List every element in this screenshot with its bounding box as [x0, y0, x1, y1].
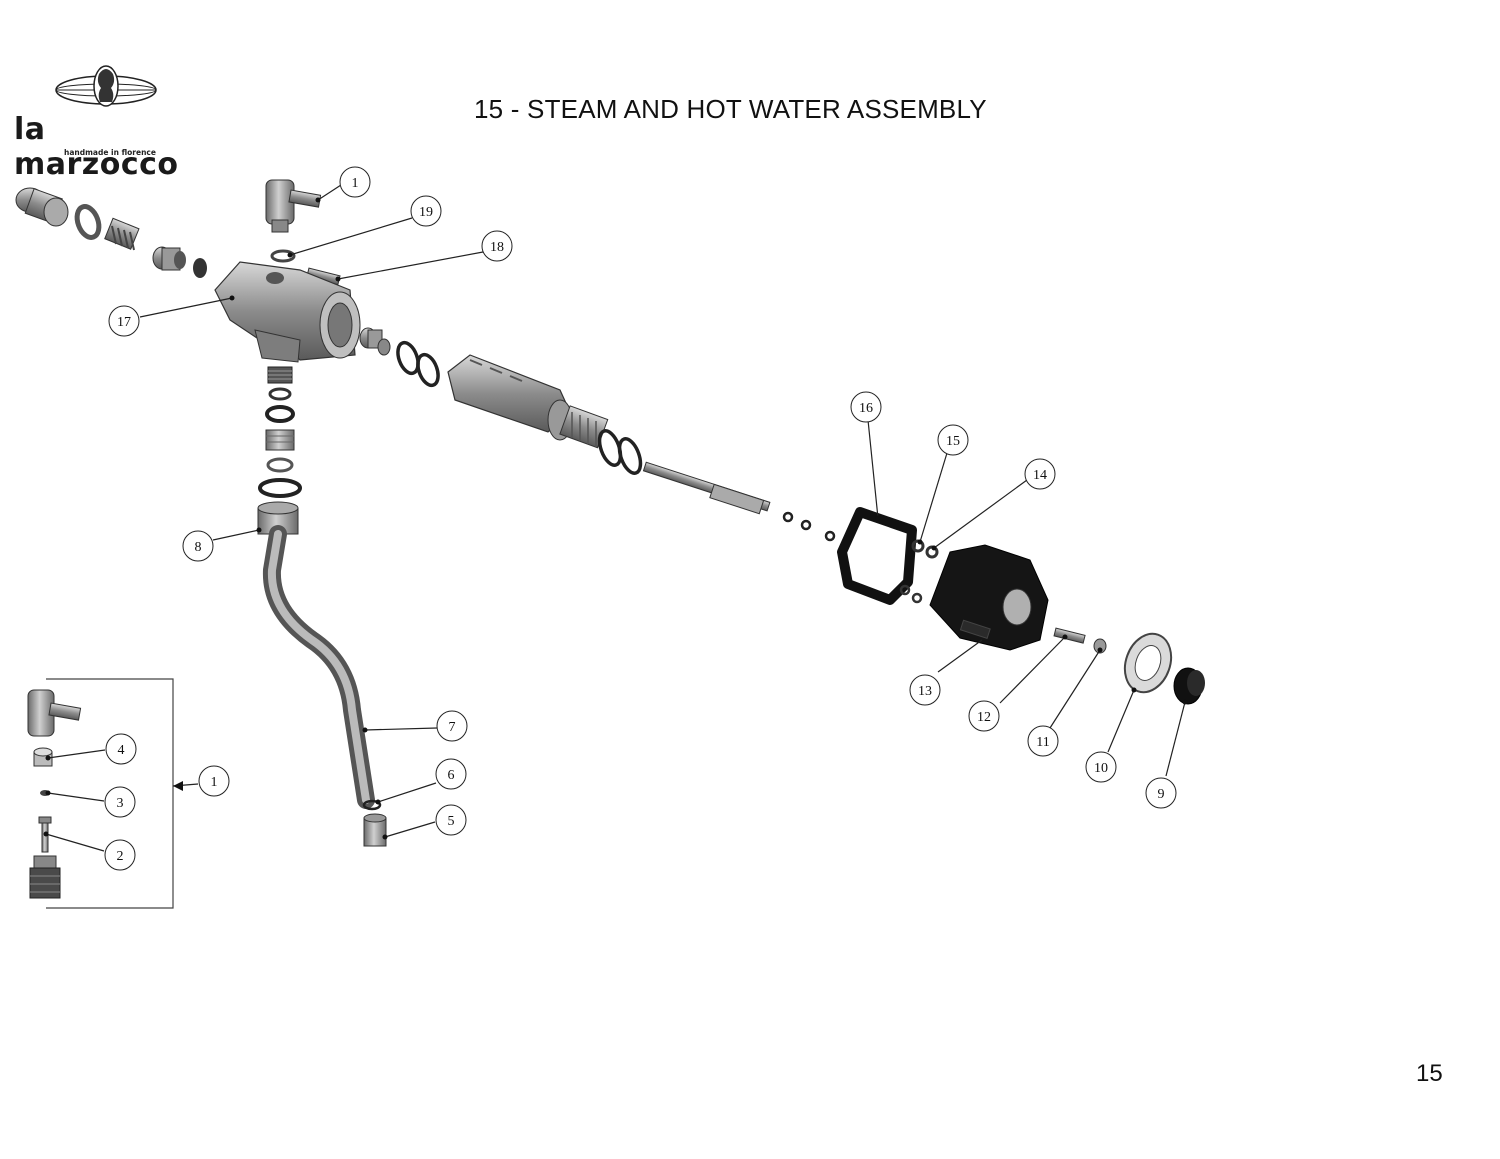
lower-washer-a [899, 584, 911, 596]
callout-11: 11 [1027, 725, 1059, 757]
svg-text:1: 1 [211, 775, 218, 790]
shaft-o-ring-a [396, 340, 420, 376]
callout-9: 9 [1145, 777, 1177, 809]
svg-text:9: 9 [1158, 787, 1165, 802]
part-11-nut [1093, 638, 1107, 654]
svg-text:6: 6 [448, 768, 455, 783]
callout-19: 19 [410, 195, 442, 227]
part-12-pin [1053, 627, 1086, 644]
brand-name: la marzocco [14, 112, 179, 182]
brand-logo: la marzocco handmade in florence [12, 62, 202, 182]
vertical-o-ring-b [266, 457, 294, 473]
svg-text:13: 13 [918, 684, 932, 699]
valve-stem [642, 461, 771, 515]
inlet-nut [152, 246, 186, 271]
kit-arrow-icon [173, 781, 183, 791]
callout-1-top: 1 [339, 166, 371, 198]
shaft-o-ring-b [416, 352, 440, 388]
inlet-fitting [15, 187, 69, 227]
callout-4: 4 [105, 733, 137, 765]
kit-handle [27, 689, 82, 737]
callout-17: 17 [108, 305, 140, 337]
stem-o-ring-c [824, 530, 836, 542]
svg-text:7: 7 [449, 720, 456, 735]
kit-detail-box [46, 678, 174, 909]
callout-1-kit: 1 [198, 765, 230, 797]
part-4-bushing [33, 747, 53, 767]
callout-6: 6 [435, 758, 467, 790]
callout-7: 7 [436, 710, 468, 742]
callout-5: 5 [435, 804, 467, 836]
leader-lines [45, 184, 1186, 852]
part-16-gasket [837, 507, 917, 605]
inlet-spring [104, 217, 140, 251]
svg-text:10: 10 [1094, 761, 1108, 776]
part-13-knob-body [929, 544, 1049, 651]
svg-text:4: 4 [118, 743, 125, 758]
svg-text:15: 15 [946, 434, 960, 449]
spindle-o-ring-b [617, 437, 643, 475]
page-number: 15 [1416, 1060, 1443, 1087]
callout-18: 18 [481, 230, 513, 262]
part-9-cap [1173, 667, 1205, 705]
valve-spindle-housing [447, 354, 609, 449]
callout-13: 13 [909, 674, 941, 706]
callout-12: 12 [968, 700, 1000, 732]
lower-washer-b [911, 592, 923, 604]
svg-text:3: 3 [117, 796, 124, 811]
callout-2: 2 [104, 839, 136, 871]
svg-text:1: 1 [352, 176, 359, 191]
vertical-seat [265, 429, 295, 451]
svg-text:5: 5 [448, 814, 455, 829]
kit-valve-base [29, 855, 61, 899]
part-10-plate [1123, 632, 1173, 694]
stem-o-ring-b [800, 519, 812, 531]
vertical-seal [265, 405, 295, 423]
svg-text:12: 12 [977, 710, 991, 725]
svg-text:2: 2 [117, 849, 124, 864]
callout-15: 15 [937, 424, 969, 456]
svg-text:14: 14 [1033, 468, 1047, 483]
callout-16: 16 [850, 391, 882, 423]
svg-text:16: 16 [859, 401, 873, 416]
part-19-o-ring [270, 249, 296, 263]
page-title: 15 - STEAM AND HOT WATER ASSEMBLY [474, 94, 987, 124]
part-8-gasket [258, 478, 302, 498]
part-6-o-ring [362, 799, 382, 811]
inlet-small-spring [193, 258, 207, 278]
globe-lion-emblem-icon [55, 65, 157, 107]
inlet-o-ring [74, 204, 102, 240]
part-5-tip [363, 813, 387, 847]
valve-handle-top [265, 179, 322, 233]
brand-tagline: handmade in florence [64, 148, 156, 157]
part-17-valve-body [214, 261, 361, 363]
svg-text:18: 18 [490, 240, 504, 255]
leader-dots [43, 197, 1188, 840]
callout-8: 8 [182, 530, 214, 562]
svg-text:8: 8 [195, 540, 202, 555]
part-7-steam-wand [262, 525, 375, 809]
callout-10: 10 [1085, 751, 1117, 783]
callout-3: 3 [104, 786, 136, 818]
svg-text:19: 19 [419, 205, 433, 220]
adapter-nipple [359, 327, 391, 356]
vertical-spring [267, 366, 293, 384]
vertical-o-ring-a [268, 387, 292, 401]
svg-text:17: 17 [117, 315, 131, 330]
callout-14: 14 [1024, 458, 1056, 490]
stem-o-ring-a [782, 511, 794, 523]
svg-text:11: 11 [1036, 735, 1049, 750]
